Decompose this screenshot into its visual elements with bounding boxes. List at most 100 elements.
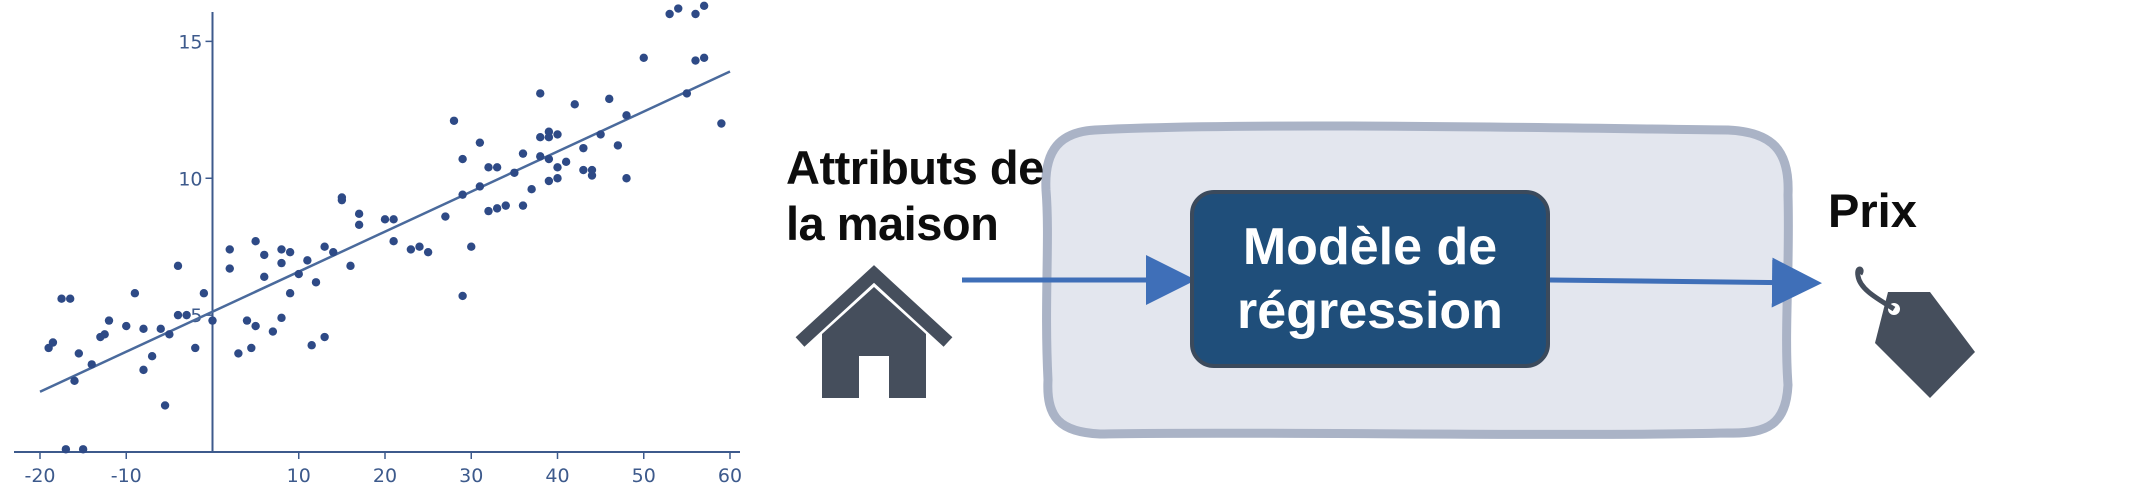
data-point xyxy=(441,212,450,221)
data-point xyxy=(234,349,243,358)
model-label-line1: Modèle de xyxy=(1242,218,1498,276)
data-point xyxy=(467,242,476,251)
data-point xyxy=(173,261,183,271)
data-point xyxy=(268,327,278,336)
x-tick-label: 50 xyxy=(632,465,656,487)
data-point xyxy=(475,138,485,147)
house-icon xyxy=(795,265,953,398)
data-point xyxy=(199,289,209,298)
data-point xyxy=(130,289,140,298)
data-point xyxy=(605,94,614,104)
data-point xyxy=(337,193,347,202)
data-point xyxy=(247,343,256,353)
input-label-line2: la maison xyxy=(786,197,999,250)
data-point xyxy=(518,201,528,210)
data-point xyxy=(389,215,398,224)
data-point xyxy=(139,324,148,334)
data-point xyxy=(699,53,709,62)
data-point xyxy=(160,401,170,410)
data-point xyxy=(501,201,510,210)
data-point xyxy=(303,256,312,265)
data-point xyxy=(74,349,84,358)
data-point xyxy=(251,321,260,331)
data-point xyxy=(449,116,459,125)
data-point xyxy=(406,245,416,254)
output-arrow xyxy=(1549,257,1822,308)
data-point xyxy=(191,343,200,353)
data-point xyxy=(354,209,364,219)
data-point xyxy=(320,242,329,251)
data-point xyxy=(579,143,588,153)
data-point xyxy=(544,176,554,186)
data-point xyxy=(458,291,467,301)
data-point xyxy=(553,163,562,172)
data-point xyxy=(100,330,109,339)
data-point xyxy=(570,100,579,109)
data-point xyxy=(691,56,700,65)
data-point xyxy=(639,53,648,62)
data-point xyxy=(260,272,269,281)
data-point xyxy=(208,316,217,325)
data-point xyxy=(536,89,545,98)
x-tick-label: 60 xyxy=(718,465,742,487)
data-point xyxy=(380,215,390,224)
y-tick-label: 10 xyxy=(178,168,202,190)
data-point xyxy=(285,247,295,257)
data-points xyxy=(44,1,726,454)
data-point xyxy=(561,157,571,167)
x-tick-label: 40 xyxy=(545,465,569,487)
x-tick-label: 20 xyxy=(373,465,397,487)
data-point xyxy=(139,365,148,375)
y-tick-label: 15 xyxy=(178,31,202,53)
output-label: Prix xyxy=(1828,184,1917,237)
input-label: Attributs de la maison xyxy=(786,140,1044,252)
data-point xyxy=(423,247,433,257)
data-point xyxy=(717,119,726,128)
data-point xyxy=(553,130,562,139)
input-label-line1: Attributs de xyxy=(786,141,1044,194)
regression-model-box: Modèle de régression xyxy=(1190,190,1550,368)
model-label-line2: régression xyxy=(1237,282,1503,340)
data-point xyxy=(70,376,79,386)
data-point xyxy=(277,313,286,323)
data-point xyxy=(294,269,303,279)
data-point xyxy=(260,250,269,260)
data-point xyxy=(61,445,71,454)
data-point xyxy=(65,294,75,303)
data-point xyxy=(699,1,709,10)
data-point xyxy=(484,163,493,172)
data-point xyxy=(225,264,234,273)
data-point xyxy=(307,341,316,350)
data-point xyxy=(87,360,96,369)
regression-line-group xyxy=(39,70,731,393)
data-point xyxy=(674,4,683,13)
data-point xyxy=(277,258,286,268)
data-point xyxy=(510,168,519,177)
data-point xyxy=(389,237,398,246)
data-point xyxy=(285,289,295,298)
x-tick-label: -20 xyxy=(24,465,55,487)
data-point xyxy=(484,206,493,216)
data-point xyxy=(622,174,631,183)
data-point xyxy=(415,242,424,251)
x-tick-label: 10 xyxy=(287,465,311,487)
data-point xyxy=(691,9,700,19)
data-point xyxy=(613,141,623,150)
data-point xyxy=(682,89,692,98)
data-point xyxy=(182,310,191,320)
data-point xyxy=(536,152,545,161)
data-point xyxy=(147,351,157,361)
data-point xyxy=(251,237,260,246)
data-point xyxy=(553,174,562,183)
data-point xyxy=(122,321,131,331)
data-point xyxy=(492,163,502,172)
data-point xyxy=(527,185,536,194)
data-point xyxy=(665,9,674,19)
data-point xyxy=(329,247,338,257)
data-point xyxy=(536,132,545,142)
data-point xyxy=(225,245,234,254)
chart-axes xyxy=(14,12,740,459)
